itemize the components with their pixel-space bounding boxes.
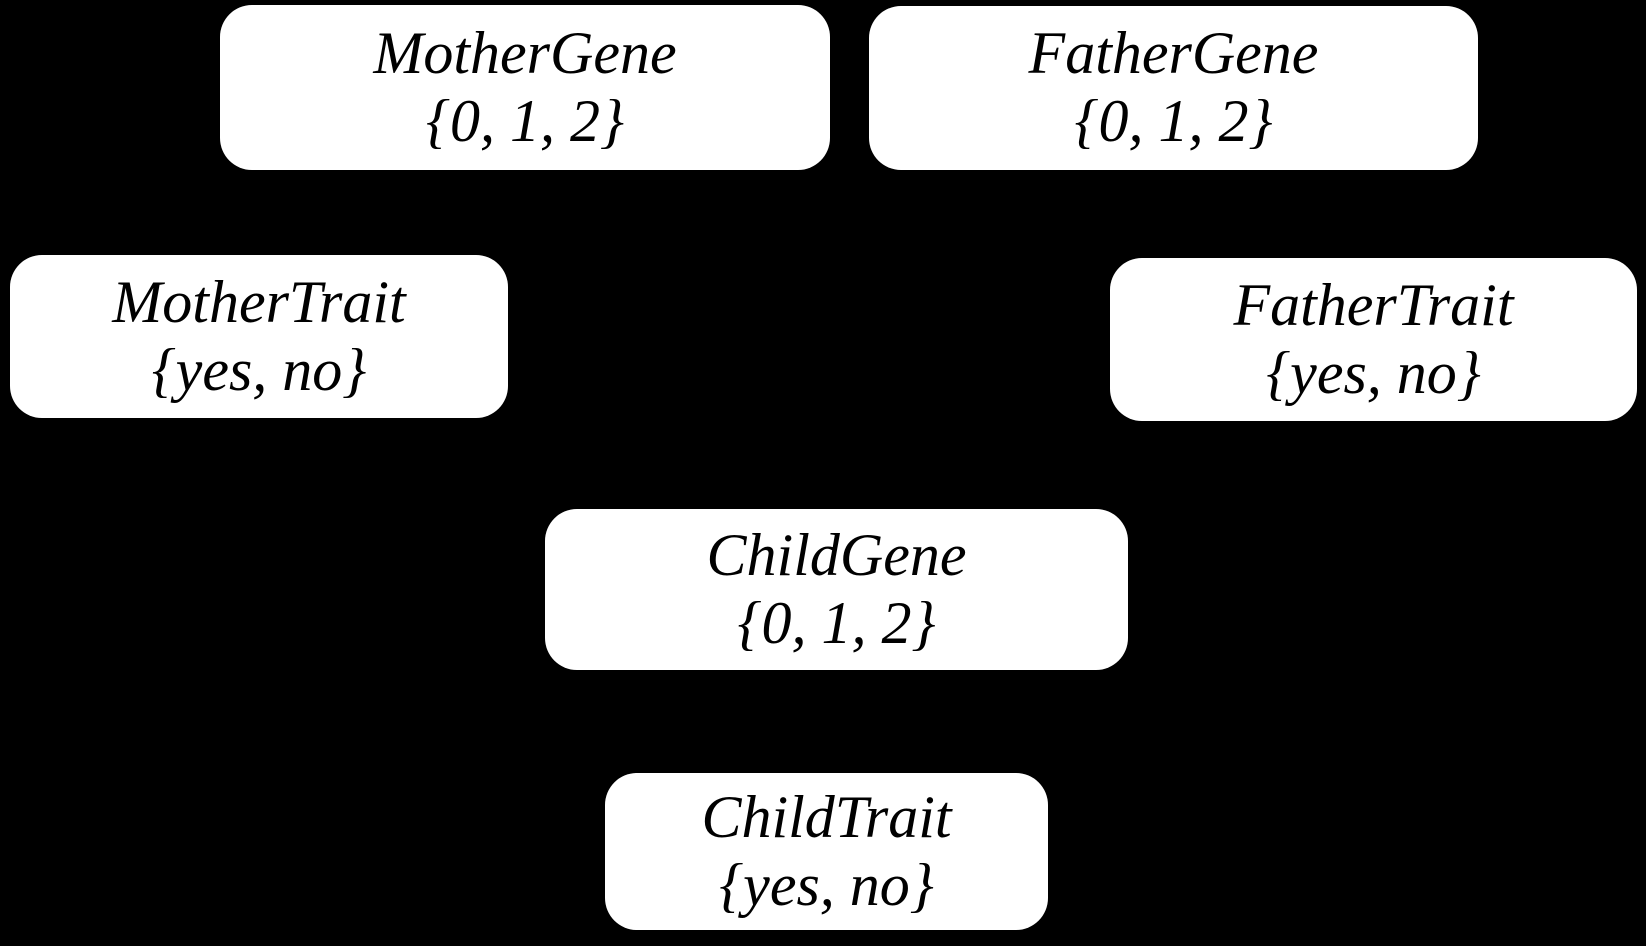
- node-title: MotherTrait: [112, 268, 406, 335]
- node-domain: {0, 1, 2}: [426, 87, 624, 154]
- node-domain: {yes, no}: [719, 851, 934, 918]
- node-mother-trait: MotherTrait {yes, no}: [10, 255, 508, 418]
- node-title: MotherGene: [373, 19, 677, 86]
- node-title: FatherGene: [1028, 20, 1319, 87]
- node-child-gene: ChildGene {0, 1, 2}: [545, 509, 1128, 670]
- node-title: ChildTrait: [701, 783, 952, 850]
- node-child-trait: ChildTrait {yes, no}: [605, 773, 1048, 930]
- node-domain: {yes, no}: [151, 336, 367, 403]
- node-father-gene: FatherGene {0, 1, 2}: [869, 6, 1478, 170]
- node-domain: {yes, no}: [1266, 339, 1481, 406]
- node-domain: {0, 1, 2}: [1074, 88, 1273, 154]
- node-mother-gene: MotherGene {0, 1, 2}: [220, 5, 830, 170]
- node-title: ChildGene: [706, 521, 967, 588]
- node-title: FatherTrait: [1233, 271, 1514, 338]
- node-domain: {0, 1, 2}: [737, 589, 936, 656]
- node-father-trait: FatherTrait {yes, no}: [1110, 258, 1637, 421]
